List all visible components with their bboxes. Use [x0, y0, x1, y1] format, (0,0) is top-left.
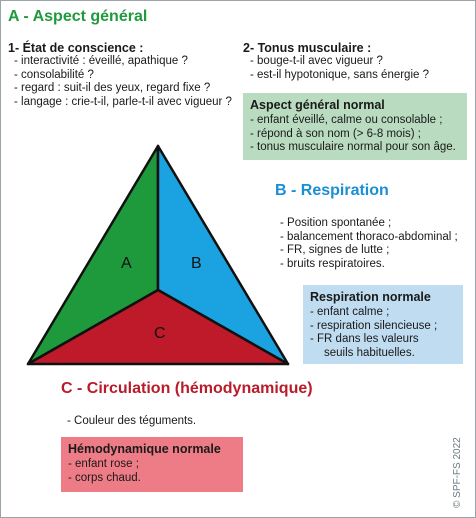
consciousness-item: - consolabilité ? — [14, 68, 94, 81]
hemodynamic-normal-list: - enfant rose ; - corps chaud. — [68, 458, 236, 485]
consciousness-item: - interactivité : éveillé, apathique ? — [14, 55, 188, 67]
respiration-normal-title: Respiration normale — [310, 290, 431, 304]
section-b-title: B - Respiration — [275, 182, 389, 199]
general-aspect-normal-item: - enfant éveillé, calme ou consolable ; — [250, 114, 443, 126]
respiration-item: - balancement thoraco-abdominal ; — [280, 230, 458, 243]
triangle-segment-c — [26, 288, 290, 366]
triangle-diagram: A B C — [26, 144, 290, 366]
general-aspect-normal-box: Aspect général normal - enfant éveillé, … — [243, 93, 467, 160]
respiration-list: - Position spontanée ; - balancement tho… — [280, 217, 458, 271]
consciousness-list: - interactivité : éveillé, apathique ? -… — [14, 55, 232, 109]
section-a-title: A - Aspect général — [8, 8, 148, 25]
general-aspect-normal-list: - enfant éveillé, calme ou consolable ; … — [250, 114, 460, 155]
hemodynamic-normal-box: Hémodynamique normale - enfant rose ; - … — [61, 437, 243, 492]
copyright-credit: © SPF-FS 2022 — [452, 437, 463, 508]
muscle-tone-item: - bouge-t-il avec vigueur ? — [250, 55, 383, 67]
respiration-item: - bruits respiratoires. — [280, 257, 385, 270]
muscle-tone-item: - est-il hypotonique, sans énergie ? — [250, 68, 429, 81]
triangle-label-b: B — [191, 255, 202, 272]
respiration-normal-list: - enfant calme ; - respiration silencieu… — [310, 306, 456, 360]
circulation-list: - Couleur des téguments. — [67, 415, 196, 429]
consciousness-title: 1- État de conscience : — [8, 41, 144, 55]
respiration-item: - FR, signes de lutte ; — [280, 244, 390, 256]
consciousness-item: - langage : crie-t-il, parle-t-il avec v… — [14, 95, 232, 108]
respiration-normal-item: - enfant calme ; — [310, 306, 390, 318]
respiration-item: - Position spontanée ; — [280, 217, 392, 229]
general-aspect-normal-item: - répond à son nom (> 6-8 mois) ; — [250, 127, 421, 140]
hemodynamic-normal-item: - enfant rose ; — [68, 458, 139, 470]
consciousness-item: - regard : suit-il des yeux, regard fixe… — [14, 82, 211, 94]
circulation-item: - Couleur des téguments. — [67, 415, 197, 427]
muscle-tone-list: - bouge-t-il avec vigueur ? - est-il hyp… — [250, 55, 429, 82]
section-c-title: C - Circulation (hémodynamique) — [61, 380, 313, 397]
respiration-normal-item: seuils habituelles. — [324, 346, 415, 359]
muscle-tone-title: 2- Tonus musculaire : — [243, 41, 372, 55]
general-aspect-normal-title: Aspect général normal — [250, 98, 385, 112]
hemodynamic-normal-item: - corps chaud. — [68, 471, 141, 484]
triangle-label-c: C — [154, 325, 166, 342]
respiration-normal-item: - FR dans les valeurs — [310, 333, 419, 345]
hemodynamic-normal-title: Hémodynamique normale — [68, 442, 221, 456]
respiration-normal-item: - respiration silencieuse ; — [310, 319, 438, 332]
triangle-label-a: A — [121, 255, 132, 272]
respiration-normal-box: Respiration normale - enfant calme ; - r… — [303, 285, 463, 364]
general-aspect-normal-item: - tonus musculaire normal pour son âge. — [250, 141, 456, 153]
